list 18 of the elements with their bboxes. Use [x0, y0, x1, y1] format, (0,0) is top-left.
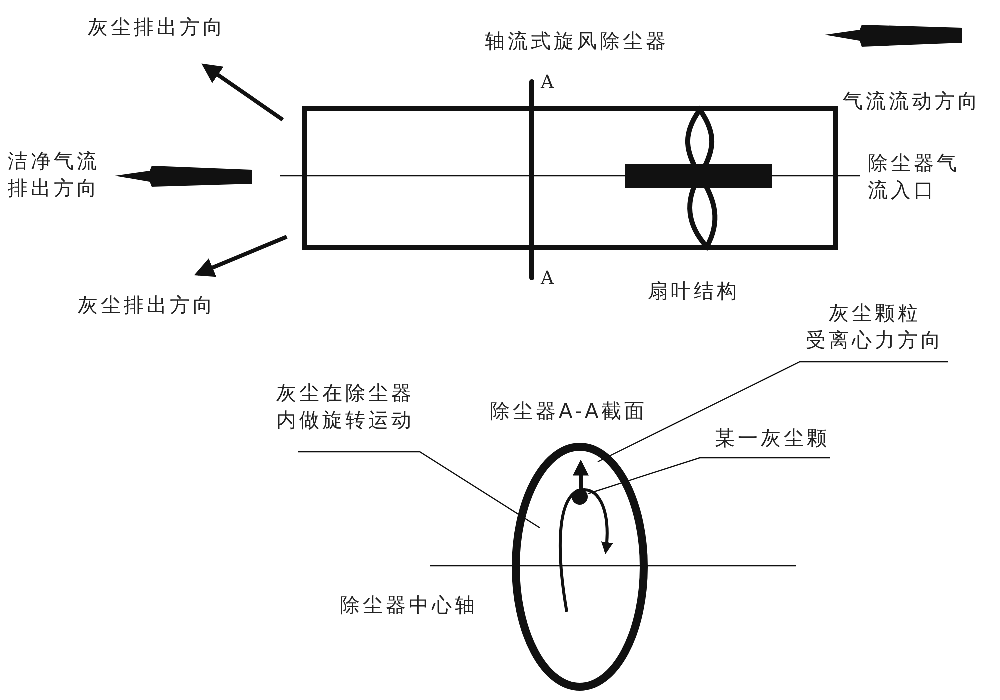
label-text: 扇叶结构 [648, 278, 740, 305]
label-text: 洁净气流排出方向 [8, 148, 101, 202]
callout-text: 灰尘颗粒受离心力方向 [800, 300, 950, 360]
particle-dot [572, 489, 588, 505]
label-text: 灰尘排出方向 [88, 14, 226, 41]
label-text: 除尘器气流入口 [868, 150, 961, 204]
label-text: 灰尘排出方向 [78, 292, 216, 319]
leader-line [298, 451, 540, 528]
callout-text: 某一灰尘颗 [710, 425, 835, 455]
label-text: 气流流动方向 [843, 88, 981, 115]
collector-label: 轴流式旋风除尘器 [485, 28, 669, 55]
callout-text: 灰尘在除尘器内做旋转运动 [268, 380, 423, 442]
label-text: 除尘器中心轴 [340, 592, 478, 619]
leader-line [588, 457, 830, 495]
section-label: 除尘器A-A截面 [490, 398, 648, 425]
section-letter: A [541, 72, 554, 93]
leader-line [598, 361, 948, 463]
section-letter: A [541, 268, 554, 289]
